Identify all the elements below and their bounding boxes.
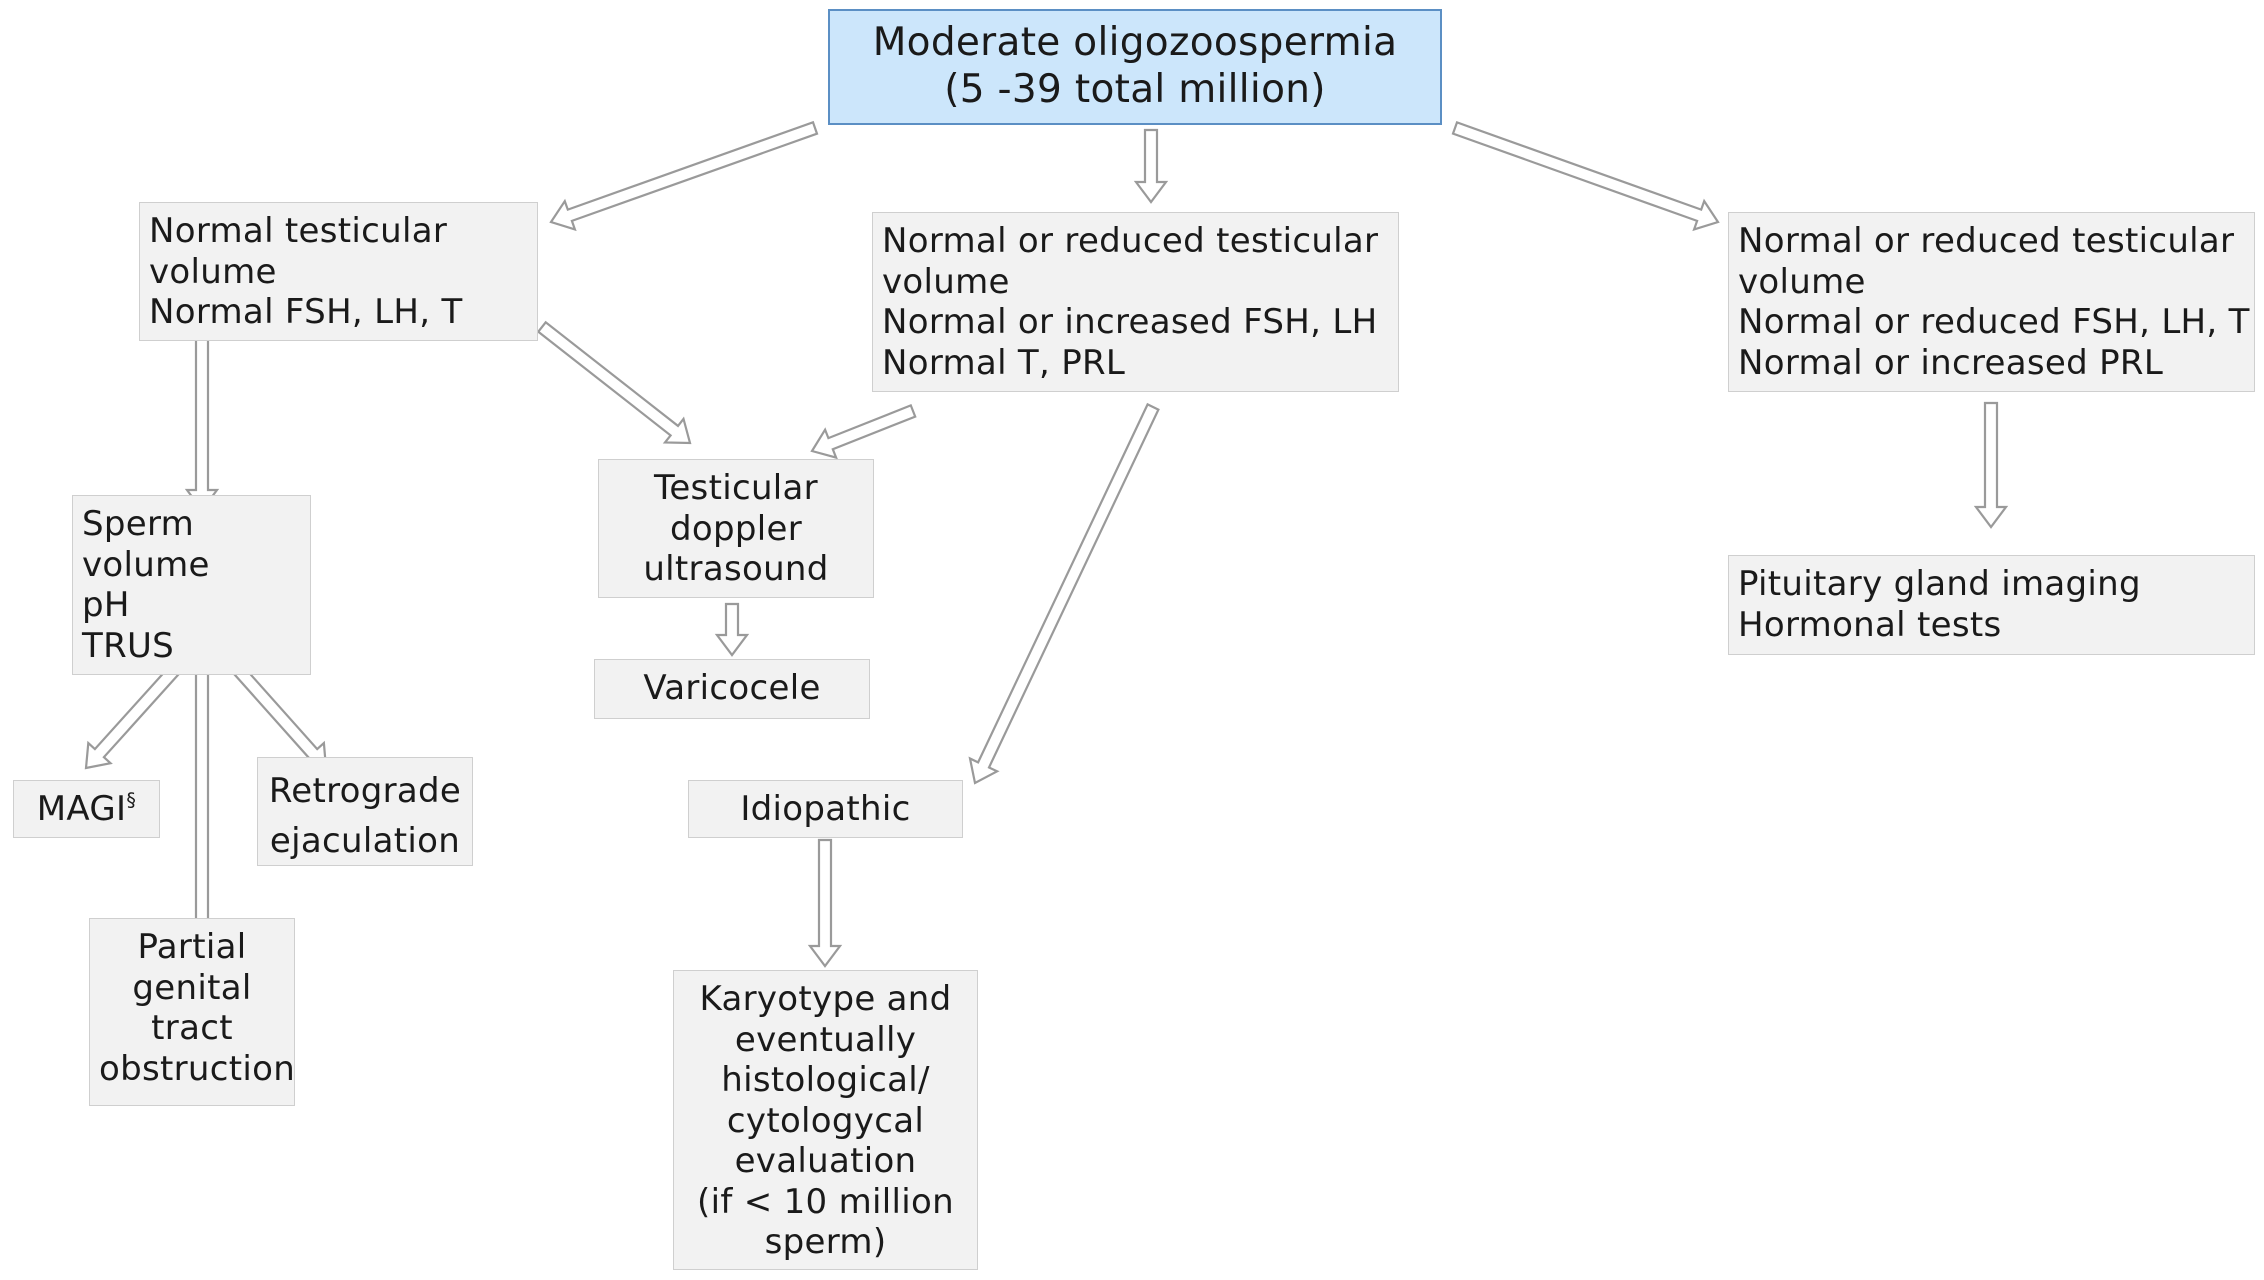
left-line-1: Normal testicular (149, 211, 448, 251)
sperm-line-3: pH (82, 585, 130, 625)
root-node-box: Moderate oligozoospermia (5 -39 total mi… (828, 9, 1442, 125)
arrow-sperm-to-magi (84, 660, 185, 770)
arrow-root-to-middle (1133, 128, 1169, 204)
magi-label: MAGI (36, 789, 127, 829)
karyotype-line-7: sperm) (764, 1222, 887, 1262)
karyotype-box: Karyotype and eventually histological/ c… (673, 970, 978, 1270)
arrow-idiopathic-to-karyotype (807, 838, 843, 968)
karyotype-line-3: histological/ (721, 1060, 930, 1100)
right-line-3: Normal or reduced FSH, LH, T (1738, 302, 2250, 342)
middle-line-3: Normal or increased FSH, LH (882, 302, 1378, 342)
left-line-2: volume (149, 251, 277, 292)
arrow-right-to-pituitary (1973, 401, 2009, 529)
root-line-1: Moderate oligozoospermia (872, 20, 1398, 65)
right-branch-box: Normal or reduced testicular volume Norm… (1728, 212, 2255, 392)
karyotype-line-6: (if < 10 million (697, 1181, 954, 1222)
sperm-tests-box: Sperm volume pH TRUS (72, 495, 311, 675)
pituitary-box: Pituitary gland imaging Hormonal tests (1728, 555, 2255, 655)
partial-obstruction-box: Partial genital tract obstruction (89, 918, 295, 1106)
arrow-doppler-to-varicocele (714, 602, 750, 657)
magi-superscript: § (126, 789, 137, 811)
retrograde-line-1: Retrograde (268, 771, 462, 811)
left-line-3: Normal FSH, LH, T (149, 292, 463, 332)
middle-branch-box: Normal or reduced testicular volume Norm… (872, 212, 1399, 392)
right-line-1: Normal or reduced testicular (1738, 221, 2235, 261)
doppler-line-2: doppler (670, 508, 802, 549)
partial-line-3: tract (151, 1008, 233, 1048)
magi-label-wrap: MAGI§ (23, 789, 150, 830)
varicocele-box: Varicocele (594, 659, 870, 719)
doppler-box: Testicular doppler ultrasound (598, 459, 874, 598)
retrograde-box: Retrograde ejaculation (257, 757, 473, 866)
middle-line-4: Normal T, PRL (882, 342, 1126, 383)
arrow-left-to-doppler (536, 320, 692, 445)
partial-line-2: genital (132, 967, 252, 1008)
karyotype-line-2: eventually (734, 1019, 917, 1060)
arrow-root-to-left (549, 120, 819, 232)
sperm-line-2: volume (82, 544, 210, 585)
magi-box: MAGI§ (13, 780, 160, 838)
middle-line-1: Normal or reduced testicular (882, 221, 1379, 261)
right-line-4: Normal or increased PRL (1738, 342, 2164, 383)
middle-line-2: volume (882, 261, 1010, 302)
doppler-line-1: Testicular (654, 468, 818, 508)
left-branch-box: Normal testicular volume Normal FSH, LH,… (139, 202, 538, 341)
arrow-sperm-to-partial (184, 671, 220, 950)
pituitary-line-1: Pituitary gland imaging (1738, 564, 2141, 604)
partial-line-4: obstruction (99, 1048, 296, 1089)
root-line-2: (5 -39 total million) (944, 67, 1326, 112)
arrow-middle-to-idiopathic (968, 402, 1160, 785)
idiopathic-label: Idiopathic (740, 789, 911, 829)
karyotype-line-5: evaluation (734, 1141, 917, 1181)
retrograde-line-2: ejaculation (269, 821, 461, 861)
karyotype-line-4: cytologycal (726, 1100, 925, 1141)
right-line-2: volume (1738, 261, 1866, 302)
karyotype-line-1: Karyotype and (699, 979, 952, 1019)
arrow-sperm-to-retrograde (228, 660, 328, 770)
varicocele-label: Varicocele (643, 668, 821, 708)
sperm-line-1: Sperm (82, 504, 195, 544)
partial-line-1: Partial (137, 927, 247, 967)
idiopathic-box: Idiopathic (688, 780, 963, 838)
arrow-middle-to-doppler (810, 403, 917, 460)
arrow-root-to-right (1451, 120, 1720, 232)
doppler-line-3: ultrasound (643, 549, 829, 589)
arrow-left-to-sperm (184, 328, 220, 512)
pituitary-line-2: Hormonal tests (1738, 604, 2002, 645)
sperm-line-4: TRUS (82, 625, 175, 666)
